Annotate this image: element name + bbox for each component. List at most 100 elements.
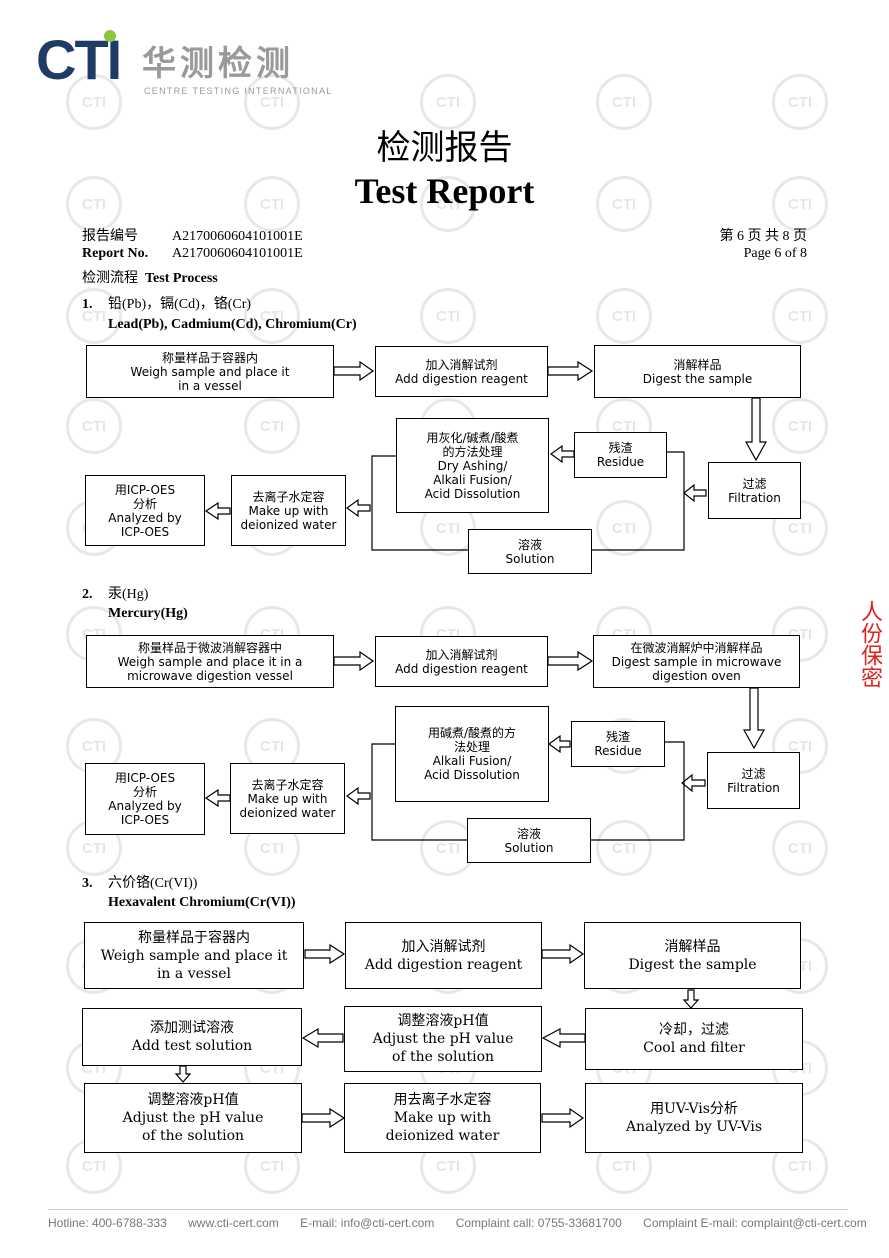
watermark-logo-icon: CTI xyxy=(596,500,652,556)
sec1-makeup-en1: Make up with xyxy=(248,503,329,518)
logo-dot-icon xyxy=(104,30,116,42)
watermark-logo-icon: CTI xyxy=(420,288,476,344)
sec2-digest-en2: digestion oven xyxy=(652,668,741,683)
sec1-analyze-en1: Analyzed by xyxy=(108,510,182,525)
sec2-num: 2. xyxy=(82,587,93,602)
sec3-digest-en: Digest the sample xyxy=(628,956,757,973)
sec1-solution-box: 溶液 Solution xyxy=(468,529,592,574)
sec2-analyze-en2: ICP-OES xyxy=(120,813,170,827)
sec3-addtest-cn: 添加测试溶液 xyxy=(150,1020,234,1036)
sec2-solution-en: Solution xyxy=(504,840,554,855)
sec3-cool-box: 冷却，过滤 Cool and filter xyxy=(585,1008,803,1070)
sec3-weigh-en1: Weigh sample and place it xyxy=(100,947,288,964)
sec1-residue-box: 残渣 Residue xyxy=(574,432,667,478)
footer: Hotline: 400-6788-333 www.cti-cert.com E… xyxy=(48,1216,885,1230)
watermark-logo-icon: CTI xyxy=(244,176,300,232)
watermark-logo-icon: CTI xyxy=(66,288,122,344)
process-title-cn: 检测流程 xyxy=(82,271,138,286)
sec2-residue-box: 残渣 Residue xyxy=(571,721,665,767)
sec1-analyze-cn1: 用ICP-OES xyxy=(114,482,176,497)
sec3-weigh-en2: in a vessel xyxy=(156,965,232,982)
watermark-logo-icon: CTI xyxy=(66,398,122,454)
sec3-digest-cn: 消解样品 xyxy=(664,938,721,955)
sec1-num: 1. xyxy=(82,297,93,312)
sec1-weigh-en1: Weigh sample and place it xyxy=(130,364,290,379)
sec1-analyze-box: 用ICP-OES 分析 Analyzed by ICP-OES xyxy=(85,475,205,546)
footer-web[interactable]: www.cti-cert.com xyxy=(188,1216,279,1230)
sec3-adjust2-en2: of the solution xyxy=(141,1128,245,1144)
sec1-weigh-en2: in a vessel xyxy=(178,378,242,393)
report-no-label-cn: 报告编号 xyxy=(82,229,138,244)
sec3-cool-cn: 冷却，过滤 xyxy=(659,1022,729,1038)
footer-email[interactable]: E-mail: info@cti-cert.com xyxy=(300,1216,435,1230)
process-title: 检测流程 Test Process xyxy=(82,270,218,288)
sec3-reagent-en: Add digestion reagent xyxy=(364,956,523,973)
report-no-label-en: Report No. xyxy=(82,246,149,261)
sec3-digest-box: 消解样品 Digest the sample xyxy=(584,922,801,989)
sec2-weigh-en1: Weigh sample and place it in a xyxy=(117,654,303,669)
sec3-cool-en: Cool and filter xyxy=(643,1040,745,1056)
sec1-ashing-en3: Acid Dissolution xyxy=(424,486,521,501)
sec3-title-en: Hexavalent Chromium(Cr(VI)) xyxy=(108,895,296,910)
sec2-analyze-cn1: 用ICP-OES xyxy=(114,771,176,785)
sec1-weigh-box: 称量样品于容器内 Weigh sample and place it in a … xyxy=(86,345,334,398)
side-stamp-text: 人份保密 xyxy=(857,600,882,688)
sec3-uv-box: 用UV-Vis分析 Analyzed by UV-Vis xyxy=(585,1083,803,1153)
sec2-weigh-cn: 称量样品于微波消解容器中 xyxy=(137,640,282,655)
sec2-digest-en1: Digest sample in microwave xyxy=(611,654,782,669)
watermark-logo-icon: CTI xyxy=(772,398,828,454)
watermark-logo-icon: CTI xyxy=(244,74,300,130)
sec1-ashing-box: 用灰化/碱煮/酸煮 的方法处理 Dry Ashing/ Alkali Fusio… xyxy=(396,418,549,513)
sec1-reagent-box: 加入消解试剂 Add digestion reagent xyxy=(375,346,548,397)
sec3-num: 3. xyxy=(82,876,93,891)
sec2-reagent-en: Add digestion reagent xyxy=(395,661,528,676)
logo-name-en: CENTRE TESTING INTERNATIONAL xyxy=(144,86,333,96)
watermark-logo-icon: CTI xyxy=(244,398,300,454)
watermark-logo-icon: CTI xyxy=(772,288,828,344)
sec2-alkali-cn2: 法处理 xyxy=(453,740,490,754)
sec2-alkali-box: 用碱煮/酸煮的方 法处理 Alkali Fusion/ Acid Dissolu… xyxy=(395,706,549,802)
watermark-logo-icon: CTI xyxy=(772,820,828,876)
sec1-ashing-cn1: 用灰化/碱煮/酸煮 xyxy=(426,430,519,445)
sec2-makeup-box: 去离子水定容 Make up with deionized water xyxy=(230,763,345,834)
sec2-residue-cn: 残渣 xyxy=(605,730,630,744)
sec1-ashing-cn2: 的方法处理 xyxy=(442,444,503,459)
sec3-adjust2-box: 调整溶液pH值 Adjust the pH value of the solut… xyxy=(84,1083,302,1153)
footer-complaint: Complaint call: 0755-33681700 xyxy=(455,1216,622,1230)
sec2-residue-en: Residue xyxy=(594,744,642,758)
sec2-filtration-box: 过滤 Filtration xyxy=(707,752,800,809)
sec3-addtest-box: 添加测试溶液 Add test solution xyxy=(82,1008,302,1066)
sec2-alkali-en1: Alkali Fusion/ xyxy=(432,754,512,768)
sec2-solution-cn: 溶液 xyxy=(516,826,541,841)
sec2-weigh-box: 称量样品于微波消解容器中 Weigh sample and place it i… xyxy=(86,635,334,688)
sec2-analyze-cn2: 分析 xyxy=(132,785,157,799)
sec2-title-en: Mercury(Hg) xyxy=(108,606,188,621)
sec3-weigh-box: 称量样品于容器内 Weigh sample and place it in a … xyxy=(84,922,304,989)
watermark-logo-icon: CTI xyxy=(420,176,476,232)
sec1-title-en: Lead(Pb), Cadmium(Cd), Chromium(Cr) xyxy=(108,317,357,332)
sec2-weigh-en2: microwave digestion vessel xyxy=(127,668,293,683)
footer-divider xyxy=(48,1209,848,1210)
sec1-reagent-en: Add digestion reagent xyxy=(395,371,528,386)
sec1-title-cn: 铅(Pb)，镉(Cd)，铬(Cr) xyxy=(108,297,252,312)
sec1-solution-cn: 溶液 xyxy=(517,537,542,552)
sec1-makeup-cn: 去离子水定容 xyxy=(252,489,325,504)
sec3-adjust2-en1: Adjust the pH value xyxy=(122,1110,264,1126)
watermark-logo-icon: CTI xyxy=(772,718,828,774)
sec2-makeup-cn: 去离子水定容 xyxy=(251,777,324,792)
report-no-value-1: A2170060604101001E xyxy=(172,229,303,244)
watermark-logo-icon: CTI xyxy=(772,176,828,232)
watermark-logo-icon: CTI xyxy=(244,288,300,344)
sec2-alkali-cn1: 用碱煮/酸煮的方 xyxy=(427,726,517,740)
sec1-digest-cn: 消解样品 xyxy=(673,357,722,372)
footer-hotline: Hotline: 400-6788-333 xyxy=(48,1216,167,1230)
sec3-addtest-en: Add test solution xyxy=(131,1038,253,1054)
sec2-title-cn: 汞(Hg) xyxy=(108,587,149,602)
sec1-ashing-en2: Alkali Fusion/ xyxy=(433,472,512,487)
logo-name-cn: 华测检测 xyxy=(142,44,294,84)
footer-complaint-email[interactable]: Complaint E-mail: complaint@cti-cert.com xyxy=(643,1216,867,1230)
sec3-adjust1-en1: Adjust the pH value xyxy=(372,1031,514,1047)
sec3-reagent-box: 加入消解试剂 Add digestion reagent xyxy=(345,922,542,989)
sec1-filtration-cn: 过滤 xyxy=(742,476,767,491)
